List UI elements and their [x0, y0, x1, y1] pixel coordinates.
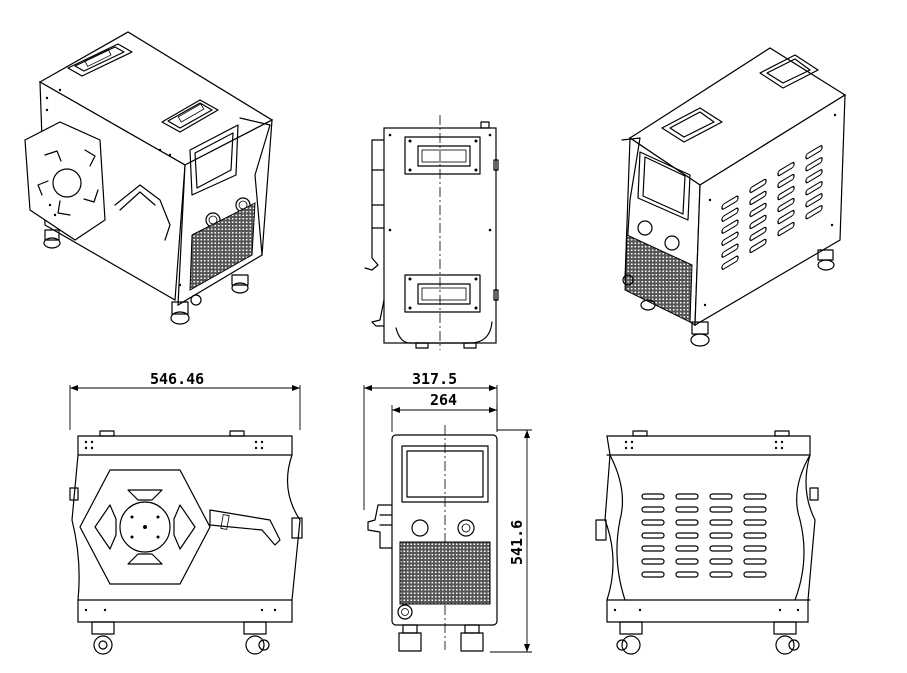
vents-iso2 [721, 145, 823, 270]
front-view: 546.46 [69, 370, 303, 655]
dimension-label-inner: 264 [430, 391, 457, 409]
iso-view-front-left [24, 31, 274, 325]
dimension-label-height: 541.6 [508, 520, 526, 565]
dimension-label-outer: 317.5 [412, 370, 457, 388]
casters-side [398, 624, 484, 652]
side-view: 317.5 264 541.6 [363, 370, 532, 653]
vents-rear [641, 493, 767, 578]
dimension-front-width: 546.46 [69, 370, 301, 430]
side-view-top [364, 115, 499, 350]
casters-front [91, 621, 270, 655]
hexagon-reel [24, 121, 106, 241]
dimension-label-width: 546.46 [150, 370, 204, 388]
casters-rear [616, 621, 800, 655]
dimension-side-inner: 264 [391, 391, 498, 432]
top-handle-iso2-b [759, 54, 819, 89]
top-handle-front [67, 43, 133, 77]
dimension-height: 541.6 [490, 429, 532, 653]
rear-view [595, 430, 819, 655]
front-hexagon-reel [79, 469, 211, 585]
top-handle-rear [161, 99, 219, 133]
casters-iso-2 [622, 249, 835, 347]
top-handle-iso2-a [661, 107, 723, 143]
side-handle-bottom [404, 274, 481, 313]
iso-view-rear-right [621, 47, 847, 347]
casters-iso-1 [43, 229, 249, 325]
side-handle-top [404, 136, 481, 175]
